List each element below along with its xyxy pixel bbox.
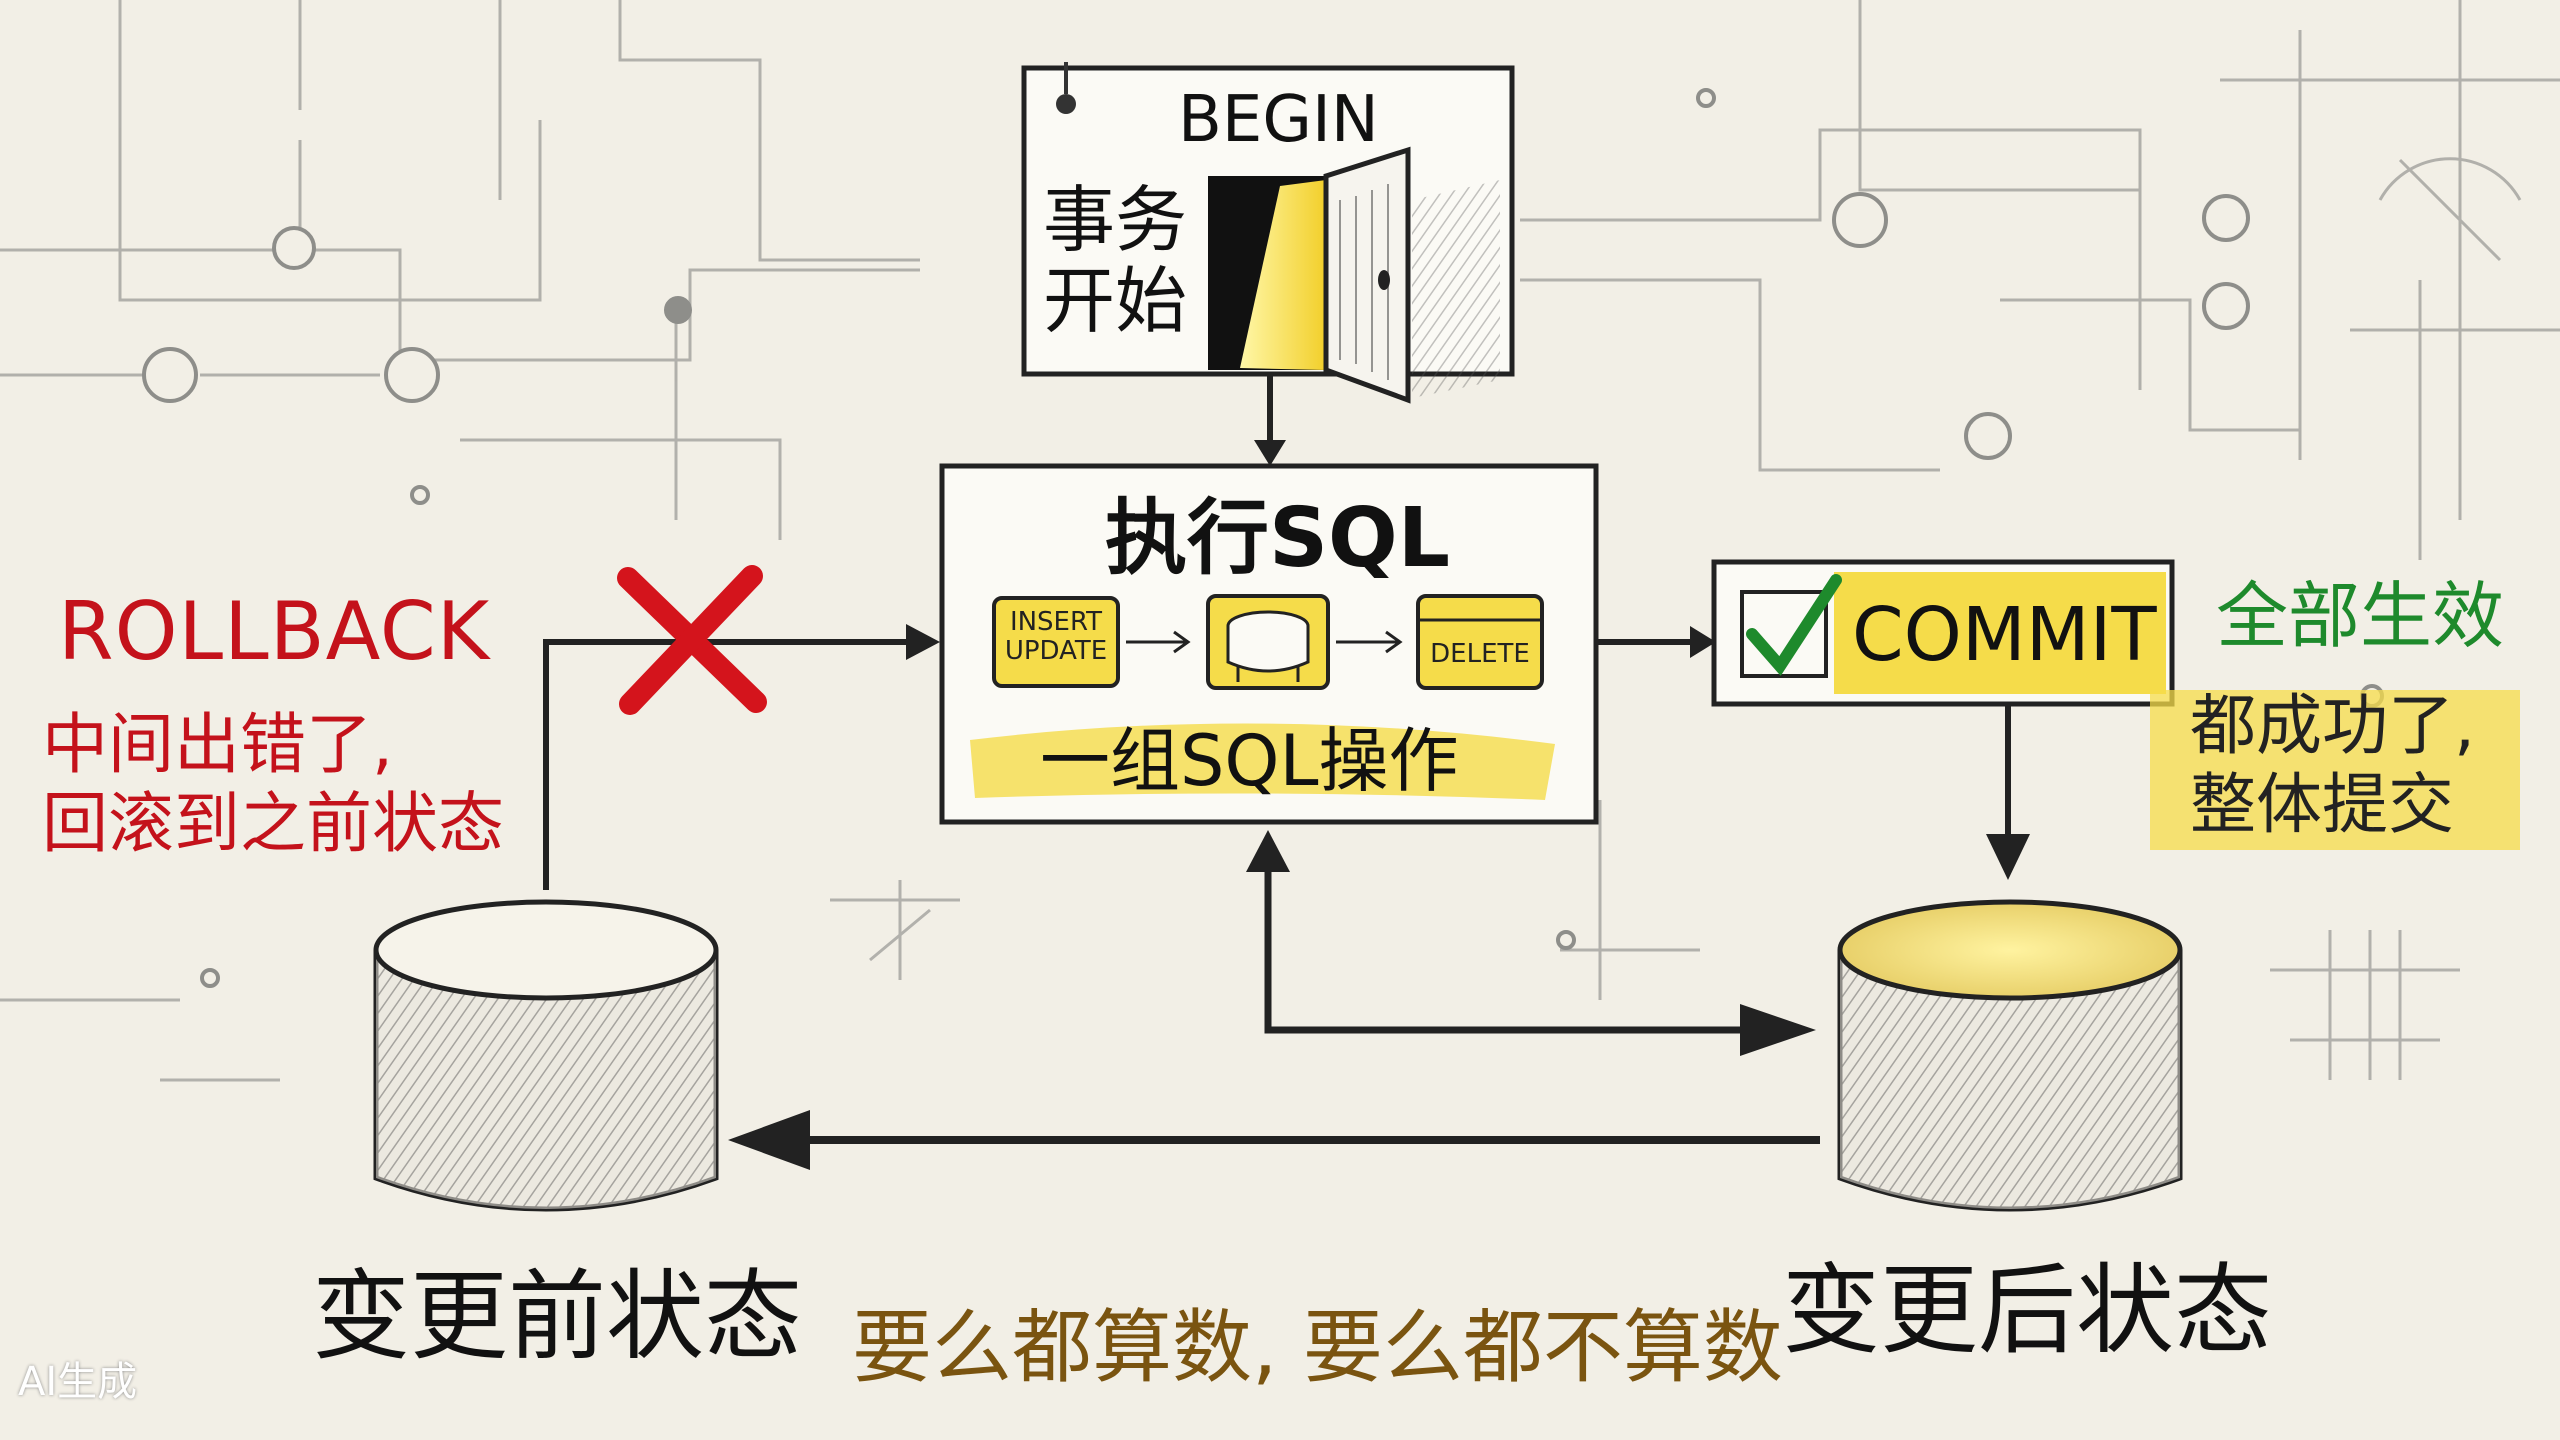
commit-line-2: 整体提交 xyxy=(2190,766,2454,844)
rollback-description: 中间出错了, 回滚到之前状态 xyxy=(42,705,504,863)
sql-group-label: 一组SQL操作 xyxy=(1040,720,1459,802)
delete-op-label: DELETE xyxy=(1430,639,1530,669)
delete-box xyxy=(1416,594,1544,690)
background-circuit-lines xyxy=(0,0,2560,1082)
execute-sql-title: 执行SQL xyxy=(1105,491,1451,586)
all-effective-label: 全部生效 xyxy=(2216,574,2505,658)
update-op-label: UPDATE xyxy=(1004,636,1108,667)
rollback-label: ROLLBACK xyxy=(58,585,491,678)
red-x-icon xyxy=(617,565,767,715)
commit-label: COMMIT xyxy=(1852,592,2157,678)
database-after-icon xyxy=(1837,899,2183,1212)
insert-update-label: INSERT UPDATE xyxy=(996,607,1116,667)
ai-generated-watermark: AI生成 xyxy=(18,1359,138,1405)
rollback-line-1: 中间出错了, xyxy=(42,706,393,783)
commit-line-1: 都成功了, xyxy=(2190,687,2475,764)
database-ops-icon xyxy=(1206,594,1330,690)
rollback-line-2: 回滚到之前状态 xyxy=(42,785,504,863)
rollback-path xyxy=(543,624,940,890)
after-state-label: 变更后状态 xyxy=(1782,1254,2273,1368)
transaction-start-label: 事务开始 xyxy=(1043,178,1188,343)
checkmark-icon xyxy=(1740,574,1842,678)
before-state-label: 变更前状态 xyxy=(312,1260,803,1374)
commit-description: 都成功了, 整体提交 xyxy=(2190,686,2475,844)
insert-update-box xyxy=(992,596,1120,688)
open-door-icon xyxy=(1208,146,1500,404)
exec-to-after-arrow xyxy=(1264,870,1782,1034)
database-before-icon xyxy=(373,899,719,1212)
insert-op-label: INSERT xyxy=(1009,607,1103,637)
tagline: 要么都算数, 要么都不算数 xyxy=(852,1301,1783,1394)
background-circuit-nodes xyxy=(142,88,2384,988)
begin-label: BEGIN xyxy=(1178,83,1379,157)
